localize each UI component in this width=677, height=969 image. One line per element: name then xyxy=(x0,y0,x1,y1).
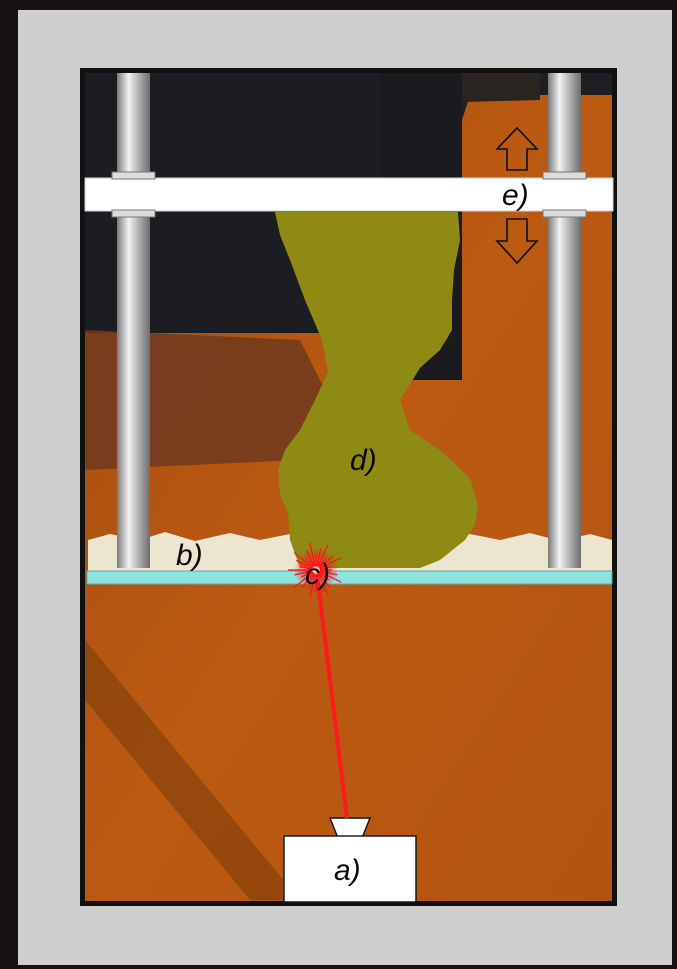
vat-glass xyxy=(87,571,612,584)
right-rod xyxy=(548,73,581,568)
build-platform xyxy=(85,178,613,211)
right-collar-top xyxy=(543,172,586,179)
label-b: b) xyxy=(176,539,203,572)
left-collar-bottom xyxy=(112,210,155,217)
label-d: d) xyxy=(350,444,377,477)
label-c: c) xyxy=(305,558,330,591)
label-e: e) xyxy=(502,179,529,212)
dark-right-shade xyxy=(462,73,540,102)
label-a: a) xyxy=(334,854,361,887)
right-collar-bottom xyxy=(543,210,586,217)
left-collar-top xyxy=(112,172,155,179)
left-rod xyxy=(117,73,150,568)
